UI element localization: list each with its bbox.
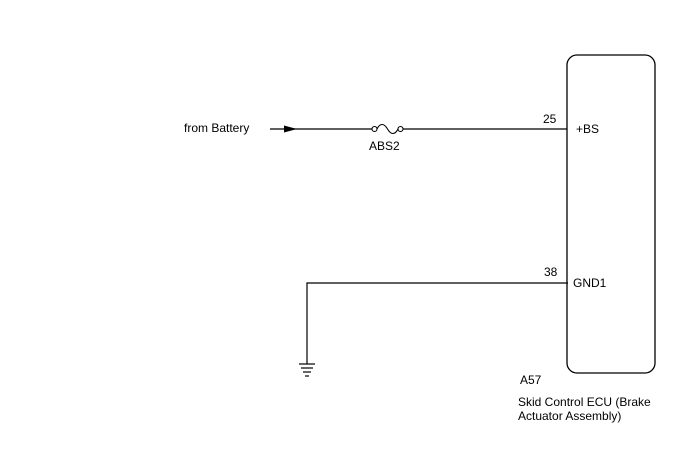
source-label: from Battery <box>184 121 250 135</box>
fuse-icon <box>371 123 404 135</box>
pin-gnd-number: 38 <box>544 265 558 279</box>
ground-icon <box>299 363 315 377</box>
pin-bs-name: +BS <box>576 122 600 136</box>
fuse-label: ABS2 <box>369 139 400 153</box>
ecu-name: Skid Control ECU (Brake Actuator Assembl… <box>518 395 651 423</box>
pin-bs-number: 25 <box>543 112 557 126</box>
pin-gnd-name: GND1 <box>573 276 607 290</box>
ecu-code: A57 <box>520 373 542 387</box>
ecu-box <box>566 54 656 374</box>
ground-wire <box>306 282 568 364</box>
arrow-right-icon <box>284 125 297 133</box>
